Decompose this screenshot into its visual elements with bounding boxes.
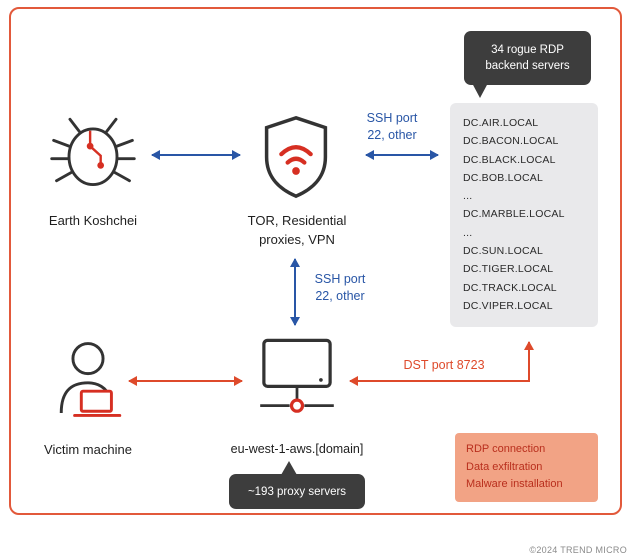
backend-server-item: DC.SUN.LOCAL xyxy=(463,245,544,258)
proxy-label-line1: TOR, Residential xyxy=(247,213,347,228)
callout-proxy-servers: ~193 proxy servers xyxy=(229,474,365,509)
ssh-top-label: SSH port 22, other xyxy=(358,110,426,144)
diagram-border xyxy=(9,7,622,515)
ssh-mid-label-line1: SSH port xyxy=(314,272,366,286)
callout-rdp-backend-line1: 34 rogue RDP xyxy=(491,44,564,56)
backend-server-item: DC.BLACK.LOCAL xyxy=(463,153,556,166)
attack-action-item: Malware installation xyxy=(466,478,563,490)
backend-server-item: ... xyxy=(463,226,473,239)
backend-server-item: ... xyxy=(463,190,473,203)
attacker-label: Earth Koshchei xyxy=(48,213,138,228)
shield-icon xyxy=(261,111,331,203)
ssh-mid-label-line2: 22, other xyxy=(315,289,365,303)
ssh-mid-label: SSH port 22, other xyxy=(306,271,374,305)
relay-label: eu-west-1-aws.[domain] xyxy=(230,442,364,456)
callout-proxy-servers-label: ~193 proxy servers xyxy=(247,485,347,498)
proxy-label: TOR, Residential proxies, VPN xyxy=(228,211,366,249)
callout-rdp-backend-line2: backend servers xyxy=(485,60,570,72)
ssh-top-label-line1: SSH port xyxy=(366,111,418,125)
bug-icon xyxy=(45,100,141,200)
backend-server-item: DC.VIPER.LOCAL xyxy=(463,299,553,312)
backend-server-item: DC.TRACK.LOCAL xyxy=(463,281,557,294)
backend-server-item: DC.TIGER.LOCAL xyxy=(463,263,554,276)
person-laptop-icon xyxy=(46,336,130,428)
ssh-top-label-line2: 22, other xyxy=(367,128,417,142)
copyright-text: ©2024 TREND MICRO xyxy=(529,545,627,555)
attack-actions-box: RDP connection Data exfiltration Malware… xyxy=(455,433,598,502)
callout-rdp-backend: 34 rogue RDP backend servers xyxy=(464,31,591,85)
monitor-icon xyxy=(251,333,343,425)
attack-action-item: RDP connection xyxy=(466,443,546,455)
attack-action-item: Data exfiltration xyxy=(466,460,543,473)
dst-port-label: DST port 8723 xyxy=(403,358,485,372)
victim-label: Victim machine xyxy=(44,442,132,457)
callout-proxy-servers-pointer xyxy=(281,461,297,475)
backend-server-item: DC.BACON.LOCAL xyxy=(463,135,559,148)
backend-server-item: DC.AIR.LOCAL xyxy=(463,117,539,129)
callout-rdp-backend-pointer xyxy=(472,83,488,98)
backend-server-list: DC.AIR.LOCAL DC.BACON.LOCAL DC.BLACK.LOC… xyxy=(450,103,598,327)
backend-server-item: DC.MARBLE.LOCAL xyxy=(463,208,565,221)
backend-server-item: DC.BOB.LOCAL xyxy=(463,171,544,184)
proxy-label-line2: proxies, VPN xyxy=(259,232,335,247)
